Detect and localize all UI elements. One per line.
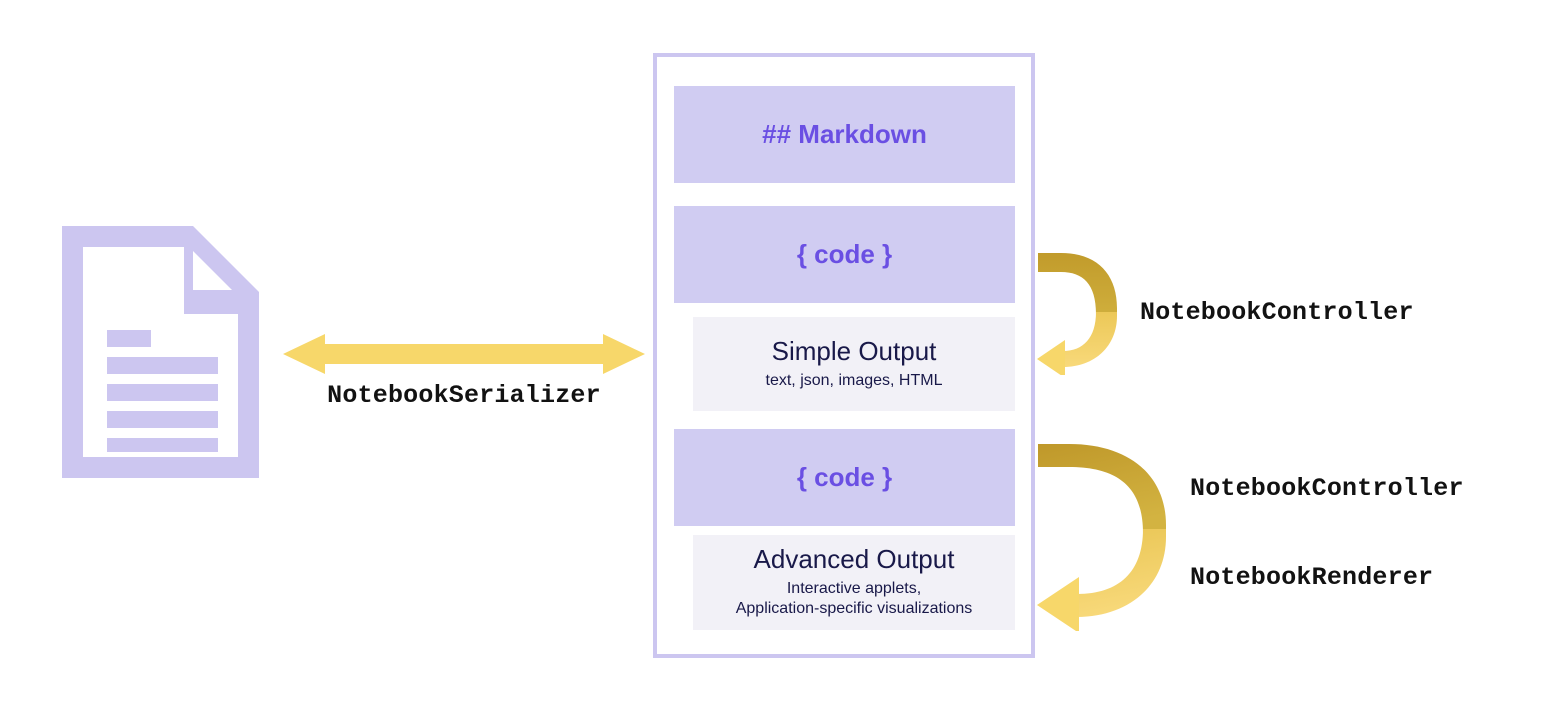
label-notebook-renderer: NotebookRenderer (1190, 563, 1434, 592)
notebook-container: ## Markdown { code } Simple Output text,… (653, 53, 1035, 658)
simple-output-title: Simple Output (771, 335, 937, 366)
curved-arrow-top-icon (1035, 250, 1145, 378)
simple-output-block: Simple Output text, json, images, HTML (693, 317, 1015, 411)
label-notebook-controller-bottom: NotebookController (1190, 474, 1464, 503)
markdown-cell[interactable]: ## Markdown (674, 86, 1015, 183)
advanced-output-subtitle-line2: Application-specific visualizations (735, 600, 973, 618)
advanced-output-block: Advanced Output Interactive applets, App… (693, 535, 1015, 630)
serializer-label: NotebookSerializer (327, 381, 601, 410)
simple-output-subtitle: text, json, images, HTML (765, 371, 943, 389)
code-cell-2-label: { code } (796, 462, 893, 492)
code-cell-1[interactable]: { code } (674, 206, 1015, 303)
label-notebook-controller-top: NotebookController (1140, 298, 1414, 327)
code-cell-2[interactable]: { code } (674, 429, 1015, 526)
markdown-cell-label: ## Markdown (762, 119, 927, 149)
notebook-file-icon (62, 226, 259, 478)
double-headed-arrow-icon (283, 333, 645, 375)
code-cell-1-label: { code } (796, 239, 893, 269)
advanced-output-subtitle: Interactive applets, Application-specifi… (736, 579, 973, 620)
advanced-output-subtitle-line1: Interactive applets, (786, 579, 922, 597)
curved-arrow-bottom-icon (1035, 441, 1215, 633)
advanced-output-title: Advanced Output (753, 544, 955, 575)
serializer-connector: NotebookSerializer (283, 333, 645, 423)
